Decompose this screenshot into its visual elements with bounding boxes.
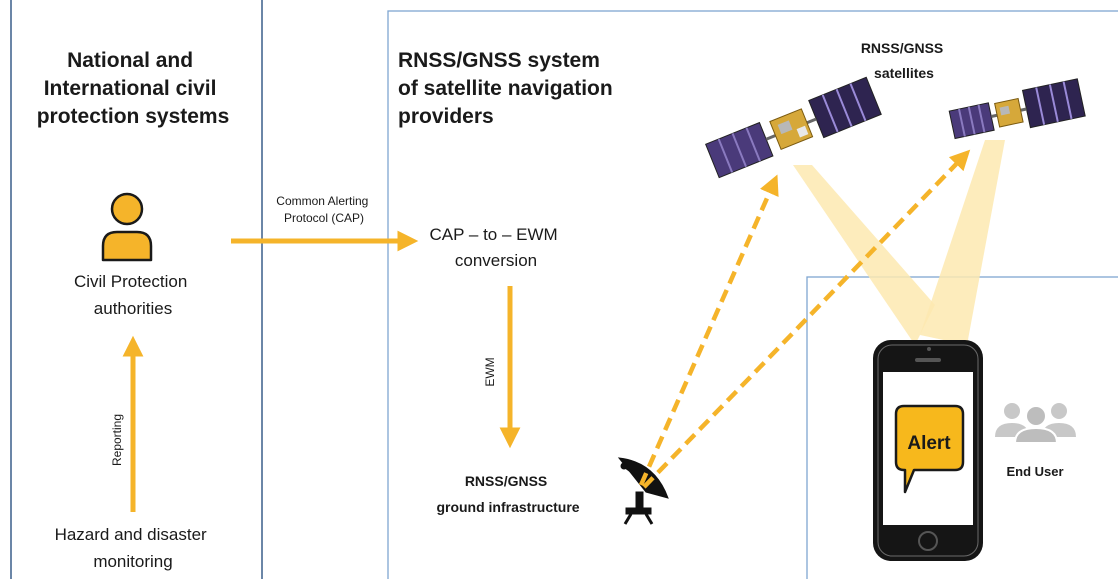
person-icon <box>101 192 153 262</box>
authorities-label: Civil Protection authorities <box>74 272 192 318</box>
satellite-icon <box>705 76 882 179</box>
ewm-label: EWM <box>483 357 497 386</box>
ground-infrastructure-label: RNSS/GNSS ground infrastructure <box>436 473 579 515</box>
satellite-icon <box>948 78 1086 140</box>
rnss-panel-title-line: RNSS/GNSS system <box>398 49 600 72</box>
authorities-label-line: Civil Protection <box>74 272 187 291</box>
rnss-panel-title: RNSS/GNSS system of satellite navigation… <box>398 49 619 128</box>
satellite-beam-left <box>793 165 935 345</box>
civil-panel-title-line: protection systems <box>37 105 230 128</box>
satellites-label-line: RNSS/GNSS <box>861 40 943 56</box>
conversion-label-line: CAP – to – EWM <box>430 225 558 244</box>
monitoring-label-line: monitoring <box>93 552 172 571</box>
civil-panel-title-line: National and <box>67 49 193 72</box>
satellite-beam-right <box>920 140 1005 345</box>
reporting-label: Reporting <box>110 414 124 466</box>
cap-label-line: Protocol (CAP) <box>284 211 364 225</box>
alert-bubble: Alert <box>894 404 965 494</box>
cap-label-line: Common Alerting <box>276 194 368 208</box>
satellites-label: RNSS/GNSS satellites <box>861 40 947 81</box>
user-group-icon <box>995 403 1076 444</box>
authorities-label-line: authorities <box>94 299 172 318</box>
conversion-label-line: conversion <box>455 251 537 270</box>
alert-text: Alert <box>907 433 951 454</box>
uplink-arrow-left <box>638 174 779 486</box>
civil-panel-title: National and International civil protect… <box>37 49 230 128</box>
conversion-label: CAP – to – EWM conversion <box>430 225 563 270</box>
rnss-provider-panel <box>387 10 1118 579</box>
end-user-label: End User <box>1006 464 1063 479</box>
rnss-panel-title-line: providers <box>398 105 494 128</box>
ground-label-line: RNSS/GNSS <box>465 473 547 489</box>
ground-label-line: ground infrastructure <box>436 499 579 515</box>
monitoring-label: Hazard and disaster monitoring <box>55 525 212 571</box>
cap-label: Common Alerting Protocol (CAP) <box>276 194 371 225</box>
rnss-panel-title-line: of satellite navigation <box>398 77 613 100</box>
monitoring-label-line: Hazard and disaster <box>55 525 207 544</box>
uplink-arrow-right <box>642 149 971 489</box>
civil-panel-title-line: International civil <box>44 77 217 100</box>
satellites-label-line: satellites <box>874 65 934 81</box>
civil-protection-panel <box>10 0 263 579</box>
